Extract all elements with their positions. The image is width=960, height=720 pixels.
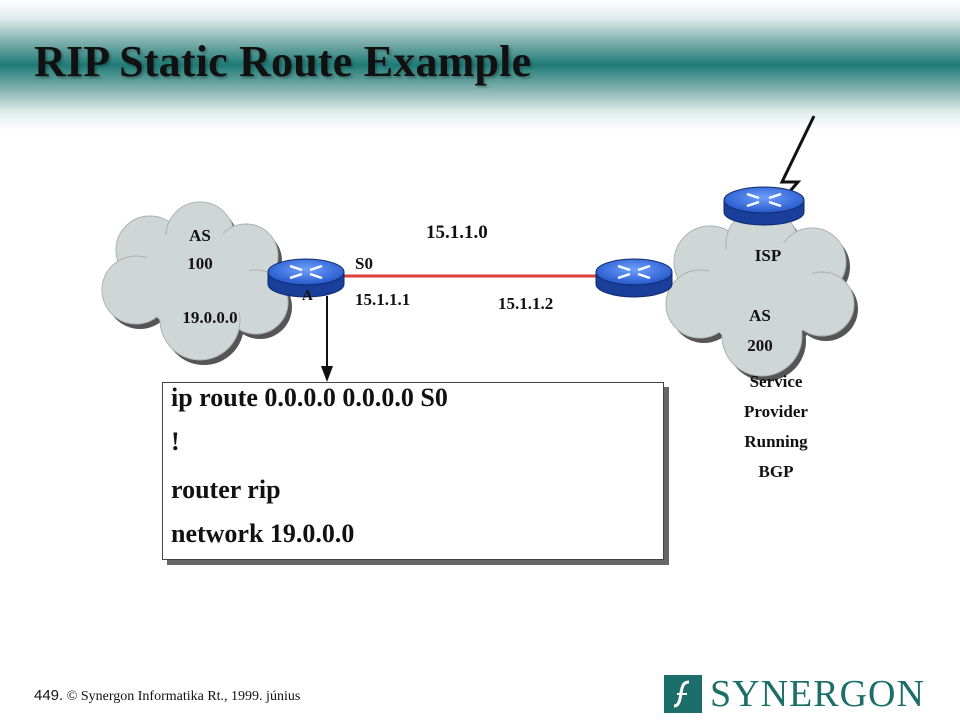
isp-as-number: 200 (747, 336, 773, 355)
isp-desc-line: Running (744, 432, 808, 451)
isp-desc-line: BGP (758, 462, 794, 481)
config-line: router rip (171, 475, 281, 504)
logo-text: SYNERGON (710, 673, 925, 715)
router-isp-top-icon (723, 186, 805, 226)
router-a-icon (267, 258, 345, 298)
page-title: RIP Static Route Example (34, 37, 532, 86)
header-band (0, 0, 960, 130)
synergon-mark-icon (664, 675, 702, 713)
isp-desc-line: Service (749, 372, 803, 391)
synergon-logo: SYNERGON (664, 674, 925, 714)
footer: 449. © Synergon Informatika Rt., 1999. j… (34, 687, 300, 705)
right-ip: 15.1.1.2 (498, 294, 554, 313)
as100-network: 19.0.0.0 (182, 308, 238, 327)
router-a-label: A (302, 288, 313, 304)
left-ip: 15.1.1.1 (355, 290, 411, 309)
isp-desc-line: Provider (744, 402, 808, 421)
config-line: ! (171, 427, 180, 456)
interface-label: S0 (355, 254, 373, 273)
isp-cloud (665, 207, 858, 381)
config-line: ip route 0.0.0.0 0.0.0.0 S0 (171, 383, 448, 412)
arrow-head-icon (321, 366, 333, 382)
link-network: 15.1.1.0 (426, 222, 488, 243)
copyright-text: © Synergon Informatika Rt., 1999. június (66, 689, 301, 704)
isp-label: ISP (754, 246, 782, 265)
config-line: network 19.0.0.0 (171, 519, 355, 548)
isp-as-label: AS (749, 306, 771, 325)
router-isp-edge-icon (595, 258, 673, 298)
as100-label: AS (189, 226, 211, 245)
config-box: ip route 0.0.0.0 0.0.0.0 S0 ! router rip… (162, 382, 664, 560)
page-number: 449. (34, 687, 64, 704)
as100-number: 100 (187, 254, 213, 273)
